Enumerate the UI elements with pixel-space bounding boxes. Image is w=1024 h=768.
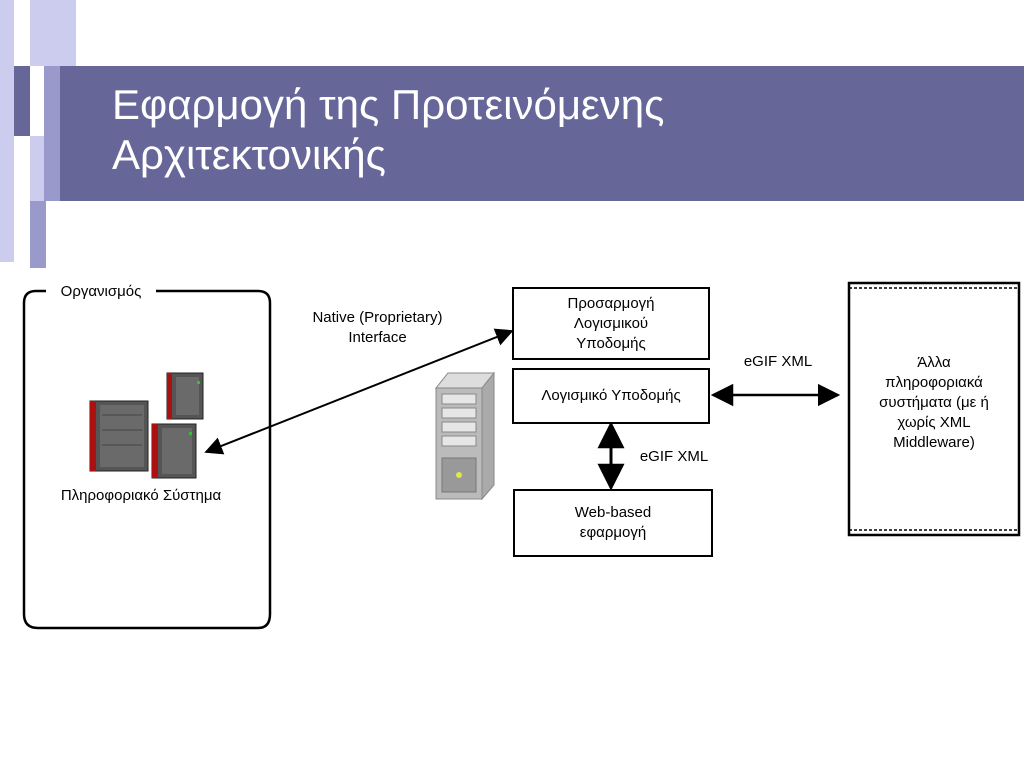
web-app-line-2: εφαρμογή bbox=[579, 524, 647, 541]
slide-title: Εφαρμογή της Προτεινόμενης Αρχιτεκτονική… bbox=[112, 80, 992, 180]
web-app-box: Web-based εφαρμογή bbox=[513, 489, 713, 557]
decor-square bbox=[30, 0, 60, 66]
native-interface-line-2: Interface bbox=[348, 329, 407, 346]
other-systems-line-3: συστήματα (με ή bbox=[879, 394, 989, 411]
decor-square bbox=[30, 201, 46, 268]
server-tower-icon bbox=[434, 371, 496, 501]
decor-square bbox=[44, 66, 60, 201]
organization-label: Οργανισμός bbox=[48, 282, 154, 302]
web-app-line-1: Web-based bbox=[574, 504, 652, 521]
native-interface-line-1: Native (Proprietary) bbox=[312, 309, 443, 326]
egif-xml-top-label: eGIF XML bbox=[743, 353, 813, 370]
decor-square bbox=[30, 136, 44, 201]
native-interface-arrow bbox=[204, 328, 514, 455]
information-system-label: Πληροφοριακό Σύστημα bbox=[60, 487, 222, 504]
slide-title-line-2: Αρχιτεκτονικής bbox=[112, 131, 386, 178]
native-interface-label: Native (Proprietary) Interface bbox=[290, 308, 465, 348]
other-systems-frame bbox=[847, 281, 1021, 537]
adaptation-box: Προσαρμογή Λογισμικού Υποδομής bbox=[512, 287, 710, 360]
infrastructure-box: Λογισμικό Υποδομής bbox=[512, 368, 710, 424]
other-systems-line-5: Middleware) bbox=[893, 434, 975, 451]
adaptation-line-3: Υποδομής bbox=[576, 334, 646, 352]
infrastructure-label: Λογισμικό Υποδομής bbox=[541, 387, 681, 404]
title-bar bbox=[60, 66, 1024, 201]
decor-square bbox=[14, 66, 30, 136]
other-systems-line-1: Άλλα bbox=[917, 354, 951, 371]
egif-xml-vertical-label: eGIF XML bbox=[639, 448, 709, 465]
other-systems-line-4: χωρίς XML bbox=[897, 414, 971, 431]
organization-frame bbox=[22, 289, 272, 630]
decor-square bbox=[0, 0, 14, 262]
adaptation-line-2: Λογισμικού bbox=[573, 314, 649, 332]
other-systems-line-2: πληροφοριακά bbox=[885, 374, 983, 391]
server-cluster-icon bbox=[89, 372, 204, 479]
adaptation-line-1: Προσαρμογή bbox=[567, 294, 655, 312]
other-systems-label: Άλλα πληροφοριακά συστήματα (με ή χωρίς … bbox=[852, 353, 1016, 453]
slide-title-line-1: Εφαρμογή της Προτεινόμενης bbox=[112, 81, 665, 128]
